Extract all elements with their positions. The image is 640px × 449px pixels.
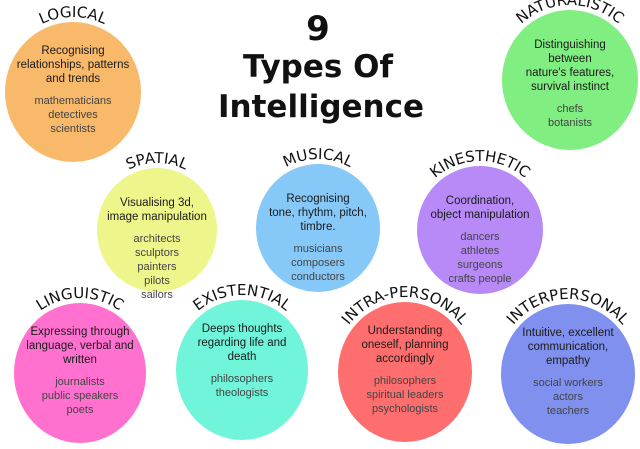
naturalistic-description: Distinguishing between nature's features, s… <box>502 38 638 94</box>
linguistic-description: Expressing through language, verbal and wr… <box>14 325 146 367</box>
example-item: philosophers <box>210 373 274 385</box>
example-item: athletes <box>460 245 500 257</box>
spatial-content: Visualising 3d, image manipulation archite… <box>97 196 217 302</box>
kinesthetic-content: Coordination, object manipulation dancers a… <box>417 194 543 286</box>
logical-examples: mathematicians detectives scientists <box>5 94 141 136</box>
example-item: detectives <box>48 109 98 121</box>
description-line: Expressing through <box>30 326 130 338</box>
musical-examples: musicians composers conductors <box>256 242 380 284</box>
example-item: spiritual leaders <box>366 389 444 401</box>
description-line: communication, <box>527 341 609 353</box>
description-line: timbre. <box>300 221 336 233</box>
existential-examples: philosophers theologists <box>176 372 308 400</box>
description-line: regarding life and <box>197 337 287 349</box>
example-item: teachers <box>546 405 590 417</box>
description-line: oneself, planning <box>361 339 449 351</box>
spatial-circle <box>97 168 217 292</box>
description-line: empathy <box>545 355 591 367</box>
title-line-2: Intelligence <box>218 89 425 125</box>
example-item: theologists <box>215 387 269 399</box>
description-line: relationships, patterns <box>16 59 130 71</box>
example-item: botanists <box>547 117 593 129</box>
example-item: journalists <box>55 376 105 388</box>
example-item: composers <box>291 257 345 269</box>
example-item: pilots <box>144 275 170 287</box>
linguistic-examples: journalists public speakers poets <box>14 375 146 417</box>
example-item: sculptors <box>134 247 180 259</box>
existential-content: Deeps thoughts regarding life and death phi… <box>176 322 308 400</box>
example-item: scientists <box>50 123 96 135</box>
description-line: death <box>227 351 257 363</box>
linguistic-circle <box>14 303 146 443</box>
title-number: 9 <box>306 9 330 49</box>
example-item: architects <box>133 233 181 245</box>
description-line: Deeps thoughts <box>201 323 283 335</box>
description-line: Visualising 3d, <box>120 197 194 209</box>
naturalistic-content: Distinguishing between nature's features, s… <box>502 38 638 130</box>
kinesthetic-circle <box>417 166 543 294</box>
description-line: accordingly <box>375 353 435 365</box>
description-line: between <box>548 53 592 65</box>
example-item: surgeons <box>457 259 503 271</box>
description-line: nature's features, <box>525 67 615 79</box>
linguistic-content: Expressing through language, verbal and wr… <box>14 325 146 417</box>
description-line: survival instinct <box>531 81 609 93</box>
example-item: actors <box>553 391 583 403</box>
description-line: tone, rhythm, pitch, <box>269 207 367 219</box>
example-item: poets <box>66 404 94 416</box>
kinesthetic-examples: dancers athletes surgeons crafts people <box>417 230 543 286</box>
logical-circle <box>5 22 141 162</box>
description-line: Coordination, <box>445 195 515 207</box>
example-item: sailors <box>141 289 173 301</box>
example-item: public speakers <box>41 390 119 402</box>
interpersonal-description: Intuitive, excellent communication, empath… <box>501 326 635 368</box>
description-line: Recognising <box>41 45 105 57</box>
interpersonal-examples: social workers actors teachers <box>501 376 635 418</box>
example-item: conductors <box>291 271 345 283</box>
example-item: dancers <box>460 231 500 243</box>
interpersonal-circle <box>501 304 635 444</box>
musical-content: Recognising tone, rhythm, pitch, timbre. mu… <box>256 192 380 284</box>
intra-personal-circle <box>338 302 472 442</box>
example-item: chefs <box>556 103 584 115</box>
example-item: philosophers <box>373 375 437 387</box>
logical-content: Recognising relationships, patterns and tr… <box>5 44 141 136</box>
description-line: Recognising <box>286 193 350 205</box>
description-line: language, verbal and <box>26 340 134 352</box>
example-item: social workers <box>533 377 603 389</box>
spatial-examples: architects sculptors painters pilots sailors <box>97 232 217 302</box>
logical-description: Recognising relationships, patterns and tr… <box>5 44 141 86</box>
example-item: musicians <box>293 243 343 255</box>
intra-personal-description: Understanding oneself, planning accordingl… <box>338 324 472 366</box>
musical-circle <box>256 164 380 292</box>
description-line: image manipulation <box>107 211 207 223</box>
description-line: object manipulation <box>430 209 530 221</box>
description-line: and trends <box>45 73 101 85</box>
example-item: crafts people <box>448 273 512 285</box>
description-line: Understanding <box>367 325 443 337</box>
example-item: mathematicians <box>34 95 112 107</box>
title-line-1: Types Of <box>243 49 393 85</box>
naturalistic-examples: chefs botanists <box>502 102 638 130</box>
interpersonal-content: Intuitive, excellent communication, empath… <box>501 326 635 418</box>
intra-personal-examples: philosophers spiritual leaders psychologis… <box>338 374 472 416</box>
existential-circle <box>176 300 308 440</box>
example-item: painters <box>137 261 177 273</box>
intra-personal-content: Understanding oneself, planning accordingl… <box>338 324 472 416</box>
musical-description: Recognising tone, rhythm, pitch, timbre. <box>256 192 380 234</box>
kinesthetic-description: Coordination, object manipulation <box>417 194 543 222</box>
existential-description: Deeps thoughts regarding life and death <box>176 322 308 364</box>
description-line: Distinguishing <box>534 39 606 51</box>
description-line: written <box>63 354 97 366</box>
spatial-description: Visualising 3d, image manipulation <box>97 196 217 224</box>
naturalistic-circle <box>502 10 638 150</box>
example-item: psychologists <box>371 403 439 415</box>
description-line: Intuitive, excellent <box>522 327 614 339</box>
